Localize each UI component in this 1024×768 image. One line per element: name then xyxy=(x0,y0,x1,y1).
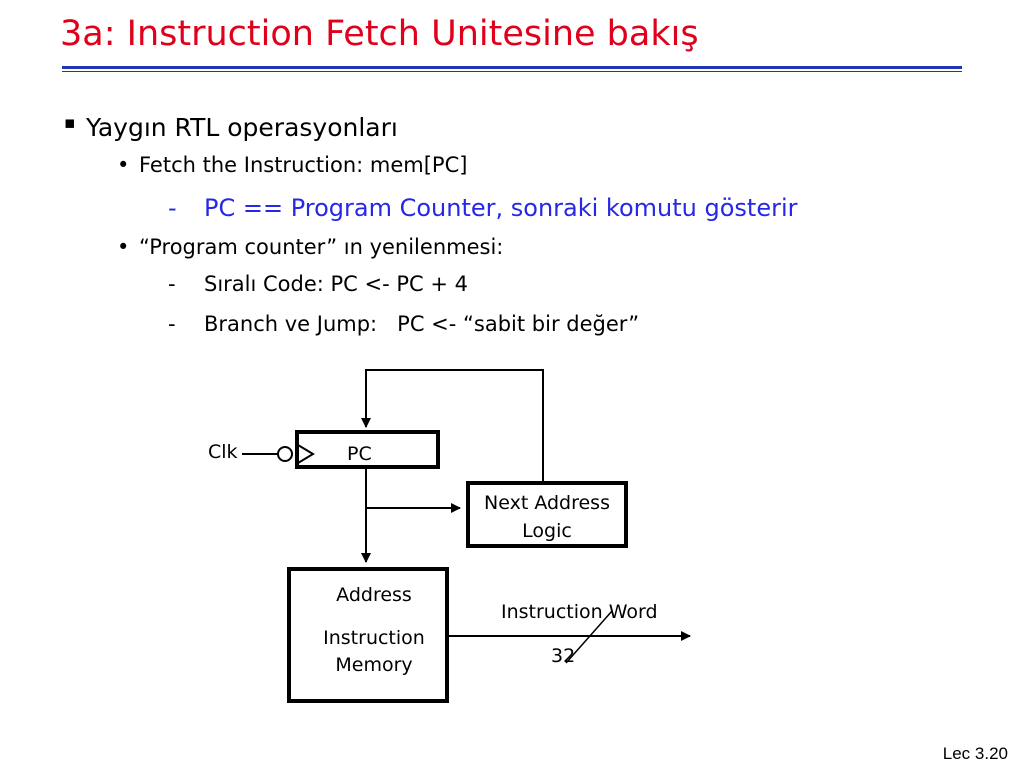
bullet-fetch-instruction: Fetch the Instruction: mem[PC] xyxy=(139,153,468,177)
slide-title: 3a: Instruction Fetch Unitesine bakış xyxy=(60,14,699,54)
title-rule-thick xyxy=(62,66,962,69)
instruction-word-label: Instruction Word xyxy=(501,601,658,623)
pc-register-box xyxy=(295,430,440,469)
instruction-memory-box xyxy=(287,567,449,703)
bullet-rtl-operations: Yaygın RTL operasyonları xyxy=(86,113,398,142)
next-address-label: Next Address xyxy=(484,492,610,514)
bullet-sequential-code: Sıralı Code: PC <- PC + 4 xyxy=(204,272,469,296)
bullet-pc-definition: PC == Program Counter, sonraki komutu gö… xyxy=(204,194,798,222)
dot-bullet-icon: • xyxy=(117,235,130,259)
dash-bullet-icon: - xyxy=(168,312,176,336)
logic-label: Logic xyxy=(522,520,572,542)
feedback-wire xyxy=(361,369,544,482)
title-rule-thin xyxy=(62,71,962,72)
bus-width-slash xyxy=(565,610,613,664)
bullet-pc-update: “Program counter” ın yenilenmesi: xyxy=(139,235,504,259)
next-address-logic-box xyxy=(466,481,628,548)
bus-width-label: 32 xyxy=(551,645,575,667)
slide-number: Lec 3.20 xyxy=(942,744,1008,763)
dash-bullet-icon: - xyxy=(168,272,176,296)
pc-to-next-address-wire xyxy=(365,467,461,513)
bullet-branch-jump: Branch ve Jump: PC <- “sabit bir değer” xyxy=(204,312,640,336)
memory-memory-label: Memory xyxy=(335,654,412,676)
square-bullet-icon: ▪ xyxy=(64,113,76,133)
clk-label: Clk xyxy=(208,441,238,463)
pc-label: PC xyxy=(347,443,372,465)
memory-instruction-label: Instruction xyxy=(323,627,425,649)
dash-bullet-icon: - xyxy=(168,194,177,222)
clk-inverter-bubble-icon xyxy=(277,446,293,462)
memory-address-label: Address xyxy=(336,584,412,606)
dot-bullet-icon: • xyxy=(117,153,130,177)
clock-edge-triangle-icon xyxy=(297,444,315,464)
